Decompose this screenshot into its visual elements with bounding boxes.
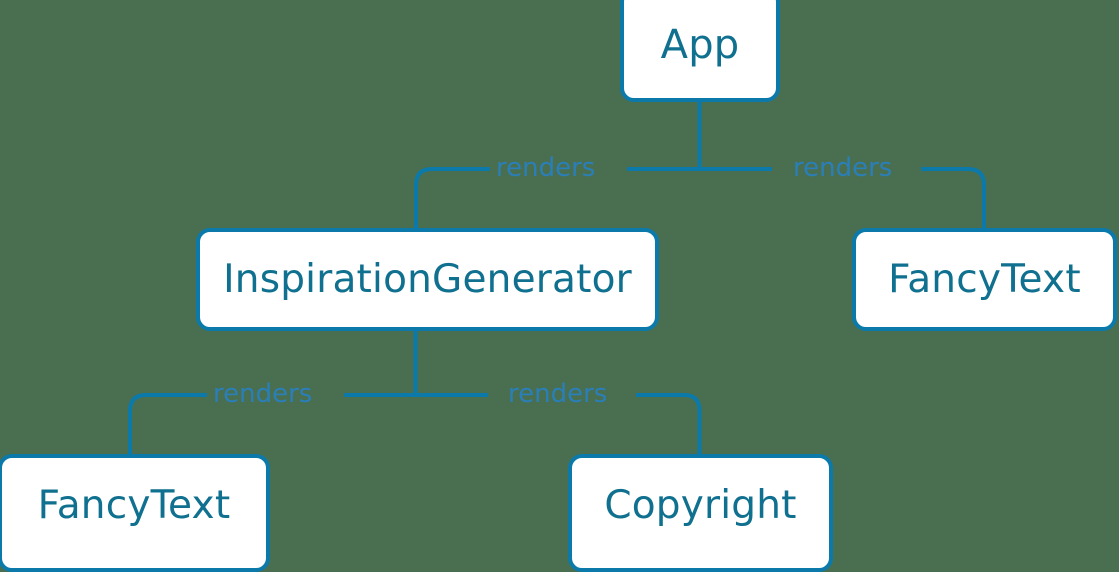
edge-inspirationgenerator-to-fancytext-left xyxy=(128,393,416,454)
node-fancytext-right-label: FancyText xyxy=(888,257,1081,302)
edge-app-to-inspirationgenerator xyxy=(414,167,700,228)
node-copyright-label: Copyright xyxy=(604,482,797,528)
node-fancytext-right[interactable]: FancyText xyxy=(852,228,1117,331)
node-fancytext-left-label: FancyText xyxy=(37,482,231,528)
node-fancytext-left[interactable]: FancyText xyxy=(0,454,270,572)
node-inspiration-generator[interactable]: InspirationGenerator xyxy=(196,228,659,331)
edge-label-app-to-fancytext-right: renders xyxy=(793,153,893,183)
edge-label-inspirationgenerator-to-copyright: renders xyxy=(508,379,608,409)
edge-label-app-to-inspirationgenerator: renders xyxy=(496,153,596,183)
edges-layer xyxy=(128,101,986,454)
edge-inspirationgenerator-to-copyright xyxy=(415,393,702,454)
node-app[interactable]: App xyxy=(620,0,780,102)
node-app-label: App xyxy=(660,22,740,68)
node-inspiration-generator-label: InspirationGenerator xyxy=(223,257,632,302)
node-copyright[interactable]: Copyright xyxy=(568,454,833,572)
edge-label-inspirationgenerator-to-fancytext-left: renders xyxy=(213,379,313,409)
edge-app-to-fancytext-right xyxy=(699,167,986,228)
